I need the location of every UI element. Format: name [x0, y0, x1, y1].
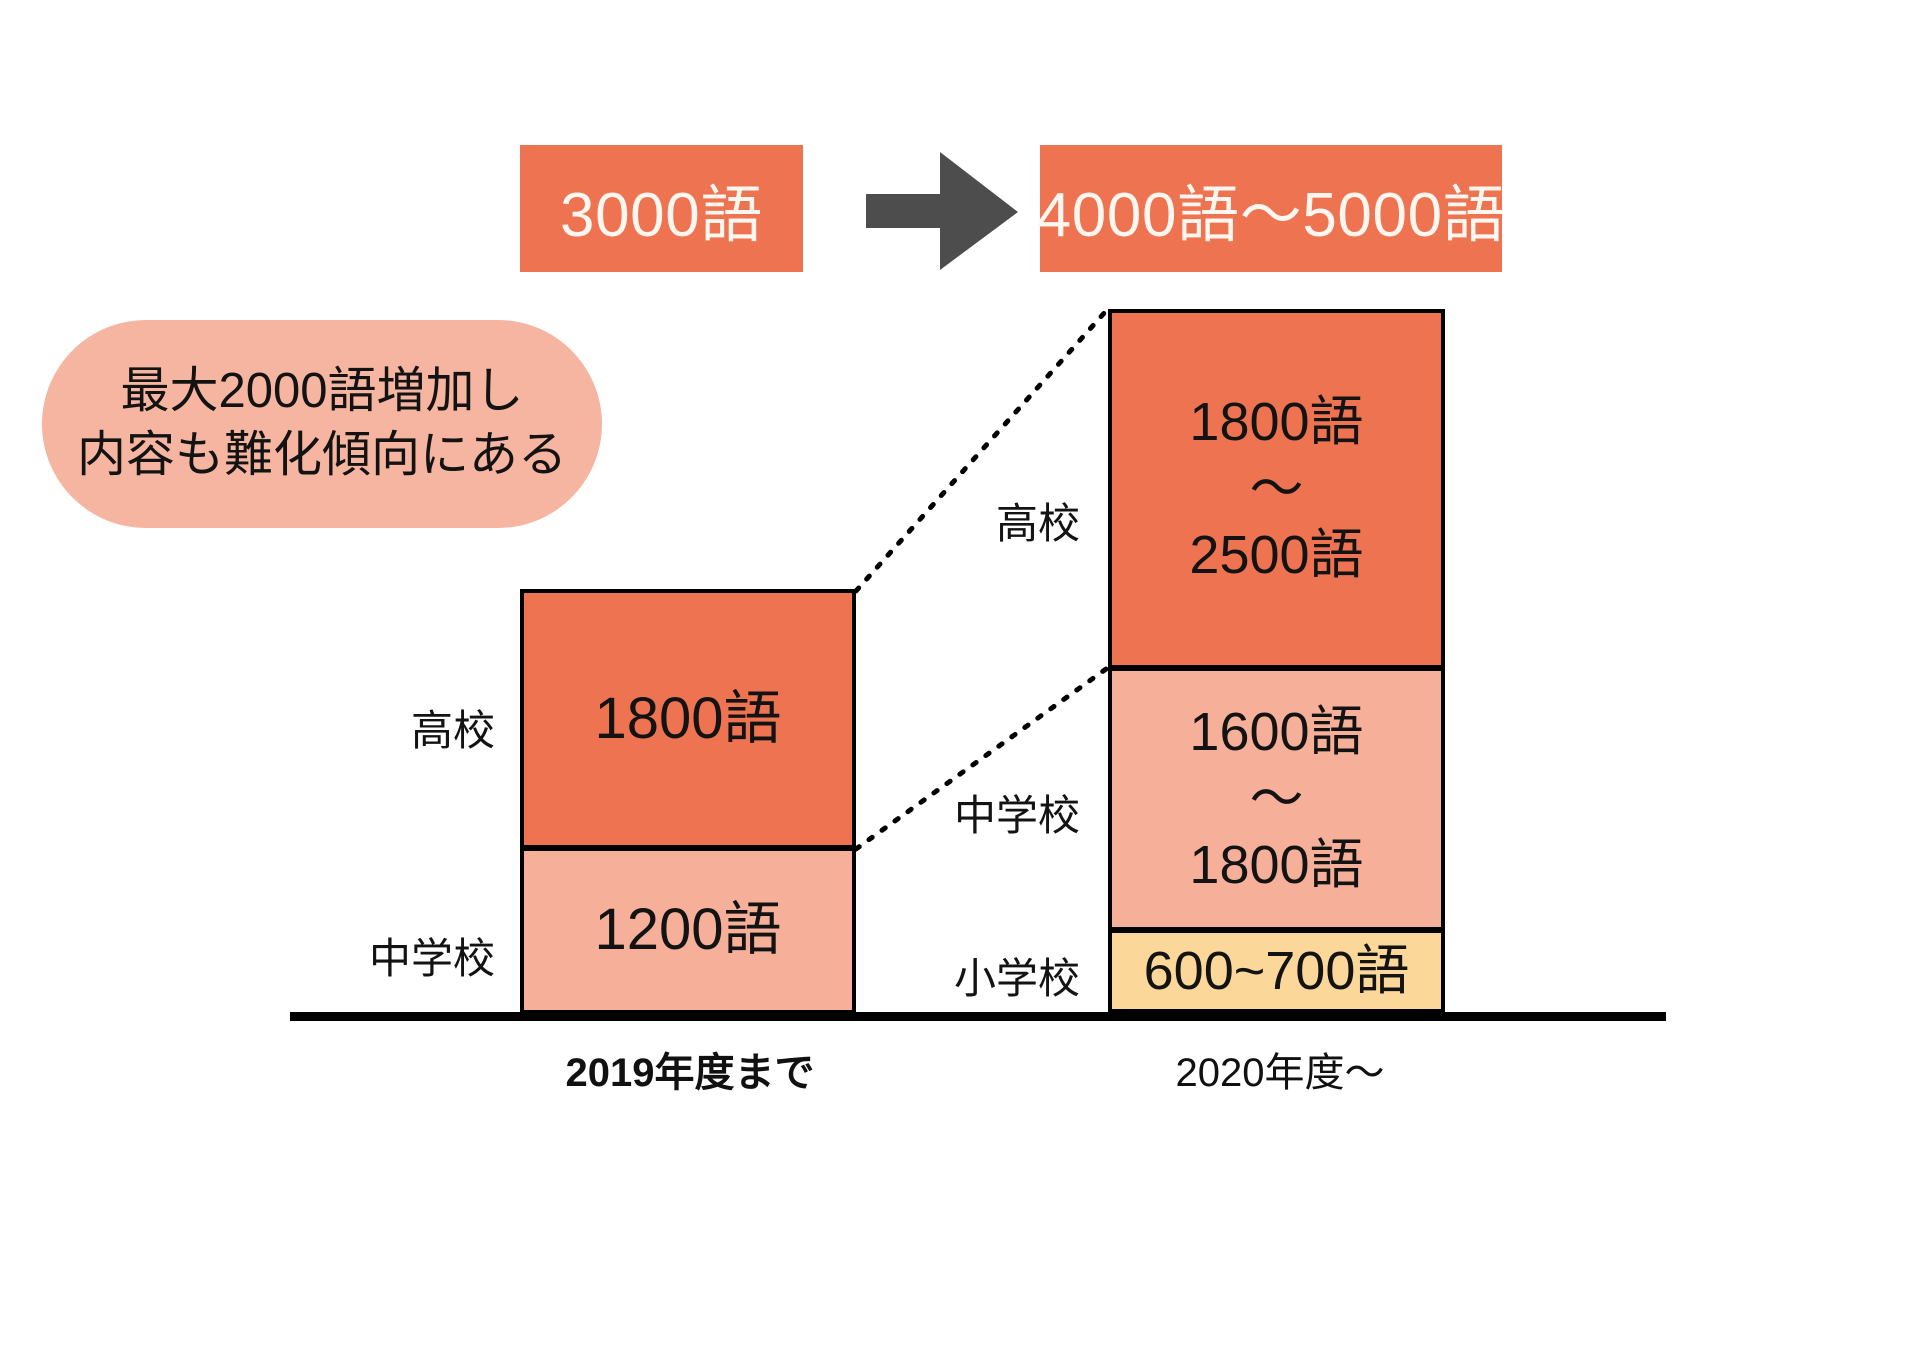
bar-2020-junior-high-min: 1600語 — [1189, 701, 1364, 762]
bar-2020-high-school-tilde: 〜 — [1249, 458, 1304, 519]
x-axis-label-2020: 2020年度〜 — [1175, 1051, 1385, 1095]
callout-line-1: 最大2000語増加し — [120, 364, 524, 419]
bar-2020-high-school-min: 1800語 — [1189, 391, 1364, 452]
bar-2019-junior-high: 1200語 — [520, 847, 856, 1014]
label-2020-elementary: 小学校 — [953, 955, 1080, 1002]
bar-2020-elementary: 600~700語 — [1108, 929, 1445, 1013]
bar-2020-elementary-value: 600~700語 — [1143, 940, 1410, 1001]
bar-2019-junior-high-value: 1200語 — [594, 897, 782, 963]
bar-2020-high-school-max: 2500語 — [1189, 525, 1364, 586]
bar-2020-high-school: 1800語 〜 2500語 — [1108, 309, 1445, 669]
label-2020-high-school: 高校 — [995, 500, 1080, 547]
total-words-after-banner: 4000語〜5000語 — [1037, 145, 1505, 272]
callout-line-2: 内容も難化傾向にある — [76, 428, 567, 482]
increase-callout: 最大2000語増加し 内容も難化傾向にある — [42, 320, 602, 528]
bar-2020-junior-high: 1600語 〜 1800語 — [1108, 667, 1445, 931]
x-axis-label-2019: 2019年度まで — [565, 1051, 815, 1095]
label-2019-junior-high: 中学校 — [368, 935, 495, 982]
bar-2019-high-school-value: 1800語 — [594, 685, 782, 751]
label-2019-high-school: 高校 — [410, 707, 495, 754]
bar-2020-junior-high-tilde: 〜 — [1249, 768, 1304, 829]
chart-baseline-axis — [290, 1012, 1666, 1021]
label-2020-junior-high: 中学校 — [953, 792, 1080, 839]
total-words-before-banner: 3000語 — [520, 145, 803, 272]
bar-2019-high-school: 1800語 — [520, 589, 856, 849]
bar-2020-junior-high-max: 1800語 — [1189, 835, 1364, 896]
right-arrow-icon — [866, 152, 1018, 270]
